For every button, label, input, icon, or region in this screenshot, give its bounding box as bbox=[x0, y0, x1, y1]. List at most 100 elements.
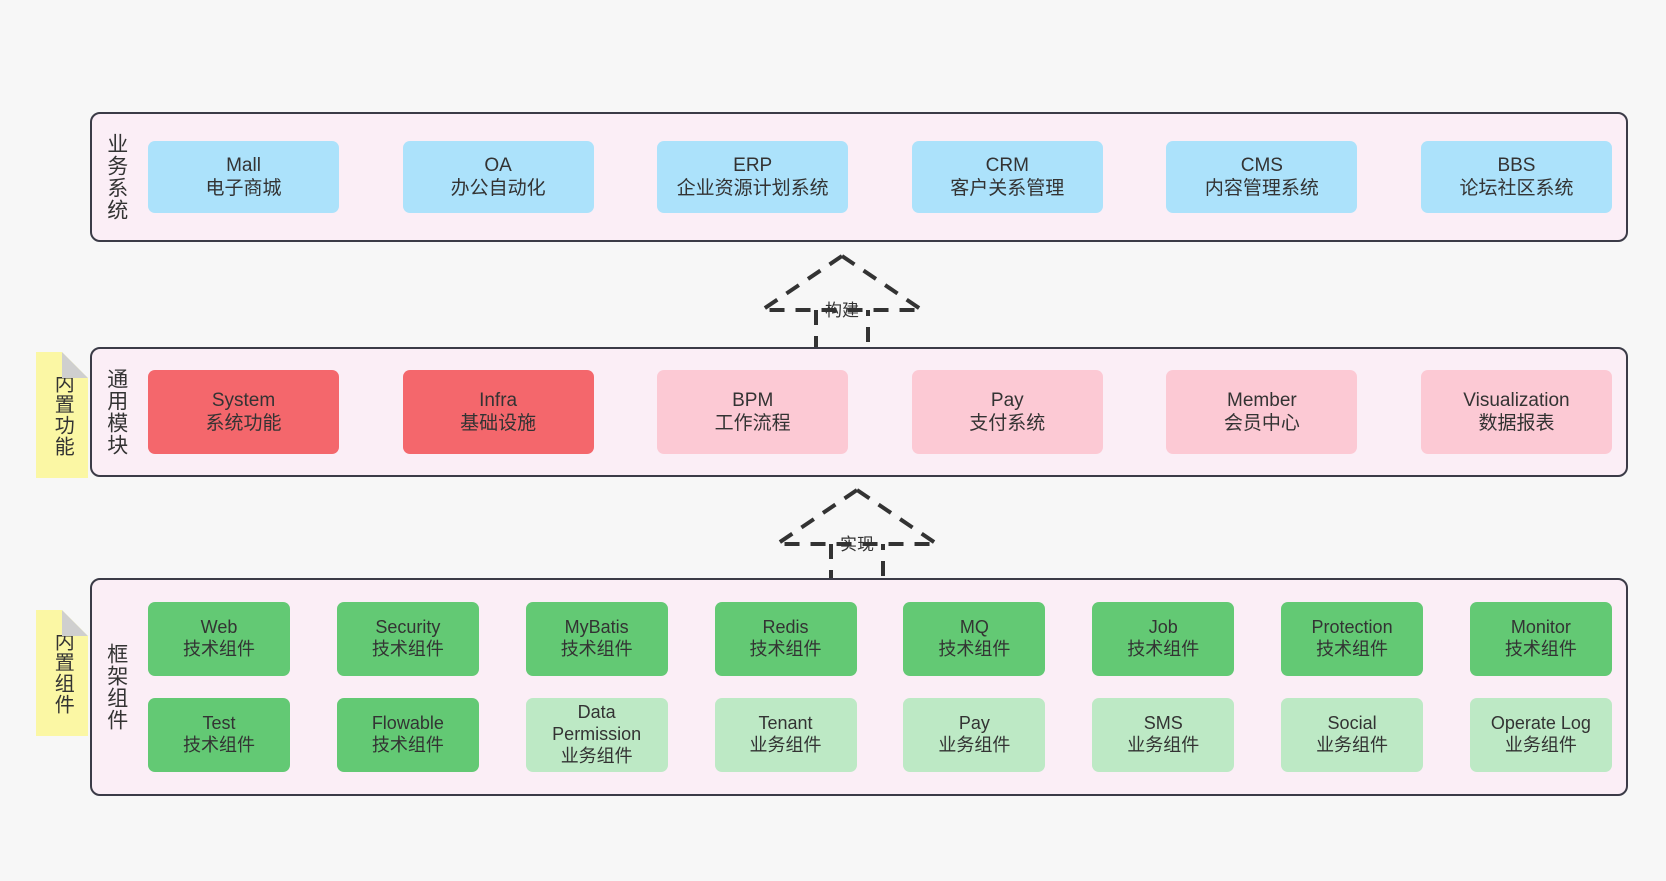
module-subtitle: 电子商城 bbox=[205, 178, 282, 199]
note-builtin-function: 内置功能 bbox=[36, 352, 88, 478]
module-card-pay[interactable]: Pay 支付系统 bbox=[911, 370, 1103, 454]
module-subtitle: 业务组件 bbox=[1127, 735, 1200, 755]
note-label: 内置功能 bbox=[51, 373, 74, 457]
module-title: Social bbox=[1327, 713, 1377, 734]
module-card-cms[interactable]: CMS 内容管理系统 bbox=[1166, 141, 1358, 213]
module-title: Pay bbox=[958, 713, 990, 734]
connector-label-implement: 实现 bbox=[840, 535, 874, 554]
module-title: ERP bbox=[733, 154, 773, 176]
framework-components-row-1: Web 技术组件 Security 技术组件 MyBatis 技术组件 Redi… bbox=[148, 602, 1612, 676]
module-card-security[interactable]: Security 技术组件 bbox=[336, 602, 479, 676]
module-title: Visualization bbox=[1463, 389, 1570, 411]
module-title: Job bbox=[1148, 617, 1178, 638]
connector-implement: 实现 bbox=[757, 482, 957, 592]
framework-components-row-2: Test 技术组件 Flowable 技术组件 Data Permission … bbox=[148, 698, 1612, 772]
layer-title-business-systems: 业务系统 bbox=[104, 133, 128, 221]
layer-framework-components: 框架组件 Web 技术组件 Security 技术组件 MyBatis 技术组件… bbox=[90, 578, 1628, 796]
module-title: Test bbox=[202, 713, 236, 734]
note-label: 内置组件 bbox=[51, 631, 74, 715]
module-title: Infra bbox=[479, 389, 518, 411]
module-card-social[interactable]: Social 业务组件 bbox=[1281, 698, 1424, 772]
module-subtitle: 基础设施 bbox=[460, 413, 537, 434]
module-title: Monitor bbox=[1510, 617, 1571, 638]
module-subtitle: 技术组件 bbox=[560, 639, 633, 659]
module-subtitle: 技术组件 bbox=[371, 735, 444, 755]
module-title: Security bbox=[375, 617, 441, 638]
module-title: SMS bbox=[1143, 713, 1183, 734]
module-card-monitor[interactable]: Monitor 技术组件 bbox=[1469, 602, 1612, 676]
module-card-tenant[interactable]: Tenant 业务组件 bbox=[714, 698, 857, 772]
module-title: MyBatis bbox=[564, 617, 629, 638]
module-title: Mall bbox=[226, 154, 261, 176]
module-subtitle: 系统功能 bbox=[205, 413, 282, 434]
module-card-member[interactable]: Member 会员中心 bbox=[1166, 370, 1358, 454]
layer-common-modules: 通用模块 System 系统功能 Infra 基础设施 BPM 工作流程 Pay bbox=[90, 347, 1628, 477]
connector-build: 构建 bbox=[742, 248, 942, 358]
module-card-mq[interactable]: MQ 技术组件 bbox=[903, 602, 1046, 676]
module-card-bbs[interactable]: BBS 论坛社区系统 bbox=[1420, 141, 1612, 213]
business-systems-row: Mall 电子商城 OA 办公自动化 ERP 企业资源计划系统 CRM 客户关系… bbox=[148, 141, 1612, 213]
module-card-erp[interactable]: ERP 企业资源计划系统 bbox=[657, 141, 849, 213]
module-subtitle: 技术组件 bbox=[1504, 639, 1577, 659]
layer-body-business-systems: Mall 电子商城 OA 办公自动化 ERP 企业资源计划系统 CRM 客户关系… bbox=[140, 114, 1626, 240]
module-title: Redis bbox=[762, 617, 809, 638]
module-card-web[interactable]: Web 技术组件 bbox=[148, 602, 290, 676]
module-subtitle: 业务组件 bbox=[749, 735, 822, 755]
module-title: Data Permission bbox=[552, 702, 642, 745]
module-subtitle: 技术组件 bbox=[1316, 639, 1389, 659]
module-subtitle: 业务组件 bbox=[1504, 735, 1577, 755]
module-subtitle: 客户关系管理 bbox=[950, 178, 1065, 199]
module-subtitle: 工作流程 bbox=[714, 413, 791, 434]
common-modules-row: System 系统功能 Infra 基础设施 BPM 工作流程 Pay 支付系统… bbox=[148, 370, 1612, 454]
module-subtitle: 业务组件 bbox=[938, 735, 1011, 755]
module-subtitle: 技术组件 bbox=[183, 735, 255, 755]
module-title: Tenant bbox=[758, 713, 813, 734]
module-card-visualization[interactable]: Visualization 数据报表 bbox=[1420, 370, 1612, 454]
module-card-protection[interactable]: Protection 技术组件 bbox=[1281, 602, 1424, 676]
module-subtitle: 支付系统 bbox=[969, 413, 1046, 434]
module-title: OA bbox=[484, 154, 512, 176]
module-card-data-permission[interactable]: Data Permission 业务组件 bbox=[525, 698, 668, 772]
module-title: Operate Log bbox=[1490, 713, 1591, 734]
layer-title-common-modules: 通用模块 bbox=[104, 368, 128, 456]
module-card-mall[interactable]: Mall 电子商城 bbox=[148, 141, 339, 213]
module-title: BBS bbox=[1497, 154, 1536, 176]
module-card-operate-log[interactable]: Operate Log 业务组件 bbox=[1469, 698, 1612, 772]
module-card-job[interactable]: Job 技术组件 bbox=[1092, 602, 1235, 676]
module-card-infra[interactable]: Infra 基础设施 bbox=[402, 370, 594, 454]
module-card-system[interactable]: System 系统功能 bbox=[148, 370, 339, 454]
module-subtitle: 技术组件 bbox=[1127, 639, 1200, 659]
generalization-arrow-icon bbox=[770, 487, 944, 588]
layer-title-framework-components: 框架组件 bbox=[104, 643, 128, 731]
module-subtitle: 技术组件 bbox=[938, 639, 1011, 659]
module-title: MQ bbox=[959, 617, 989, 638]
module-subtitle: 业务组件 bbox=[1316, 735, 1389, 755]
module-card-oa[interactable]: OA 办公自动化 bbox=[402, 141, 594, 213]
module-card-sms[interactable]: SMS 业务组件 bbox=[1092, 698, 1235, 772]
module-card-flowable[interactable]: Flowable 技术组件 bbox=[336, 698, 479, 772]
module-title: CRM bbox=[985, 154, 1029, 176]
module-subtitle: 业务组件 bbox=[560, 745, 633, 766]
module-subtitle: 数据报表 bbox=[1478, 413, 1555, 434]
module-card-redis[interactable]: Redis 技术组件 bbox=[714, 602, 857, 676]
layer-body-common-modules: System 系统功能 Infra 基础设施 BPM 工作流程 Pay 支付系统… bbox=[140, 349, 1626, 475]
module-title: CMS bbox=[1240, 154, 1283, 176]
layer-body-framework-components: Web 技术组件 Security 技术组件 MyBatis 技术组件 Redi… bbox=[140, 580, 1626, 794]
module-title: BPM bbox=[732, 389, 774, 411]
module-card-bpm[interactable]: BPM 工作流程 bbox=[657, 370, 849, 454]
module-title: Web bbox=[200, 617, 238, 638]
module-card-test[interactable]: Test 技术组件 bbox=[148, 698, 290, 772]
generalization-arrow-icon bbox=[755, 253, 929, 354]
module-title: Pay bbox=[990, 389, 1024, 411]
module-subtitle: 技术组件 bbox=[183, 639, 255, 659]
module-card-pay-business[interactable]: Pay 业务组件 bbox=[903, 698, 1046, 772]
note-builtin-component: 内置组件 bbox=[36, 610, 88, 736]
module-subtitle: 内容管理系统 bbox=[1204, 178, 1319, 199]
module-card-mybatis[interactable]: MyBatis 技术组件 bbox=[525, 602, 668, 676]
module-title: Protection bbox=[1311, 617, 1393, 638]
module-subtitle: 企业资源计划系统 bbox=[676, 178, 829, 199]
connector-label-build: 构建 bbox=[825, 301, 859, 320]
module-card-crm[interactable]: CRM 客户关系管理 bbox=[911, 141, 1103, 213]
note-fold-corner-icon bbox=[62, 610, 88, 636]
